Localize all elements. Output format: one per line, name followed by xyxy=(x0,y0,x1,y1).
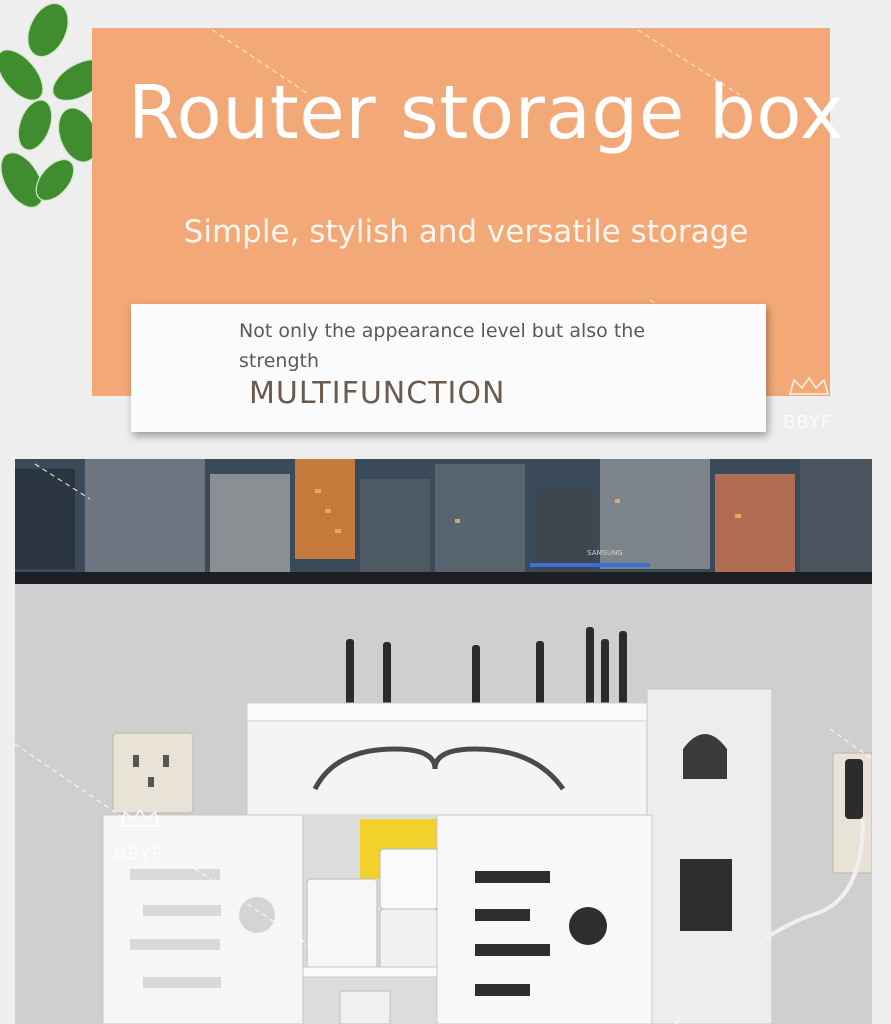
tv-screen-city xyxy=(15,459,872,572)
plant-decoration xyxy=(0,2,108,208)
feature-card-text: Not only the appearance level but also t… xyxy=(239,320,646,372)
watermark-brand: BBYF xyxy=(783,412,833,433)
crown-icon xyxy=(120,808,160,827)
leaf-plant-icon xyxy=(27,2,69,58)
page-subtitle: Simple, stylish and versatile storage xyxy=(183,214,749,250)
feature-card xyxy=(131,304,766,432)
feature-card-heading: MULTIFUNCTION xyxy=(249,376,506,411)
product-photo: SAMSUNG xyxy=(15,459,872,1024)
router-storage-box xyxy=(102,688,865,1024)
watermark-brand-photo: BBYF xyxy=(114,844,164,865)
tv-brand-label: SAMSUNG xyxy=(587,549,623,557)
page-title: Router storage box xyxy=(127,70,845,156)
crown-icon xyxy=(789,376,829,395)
